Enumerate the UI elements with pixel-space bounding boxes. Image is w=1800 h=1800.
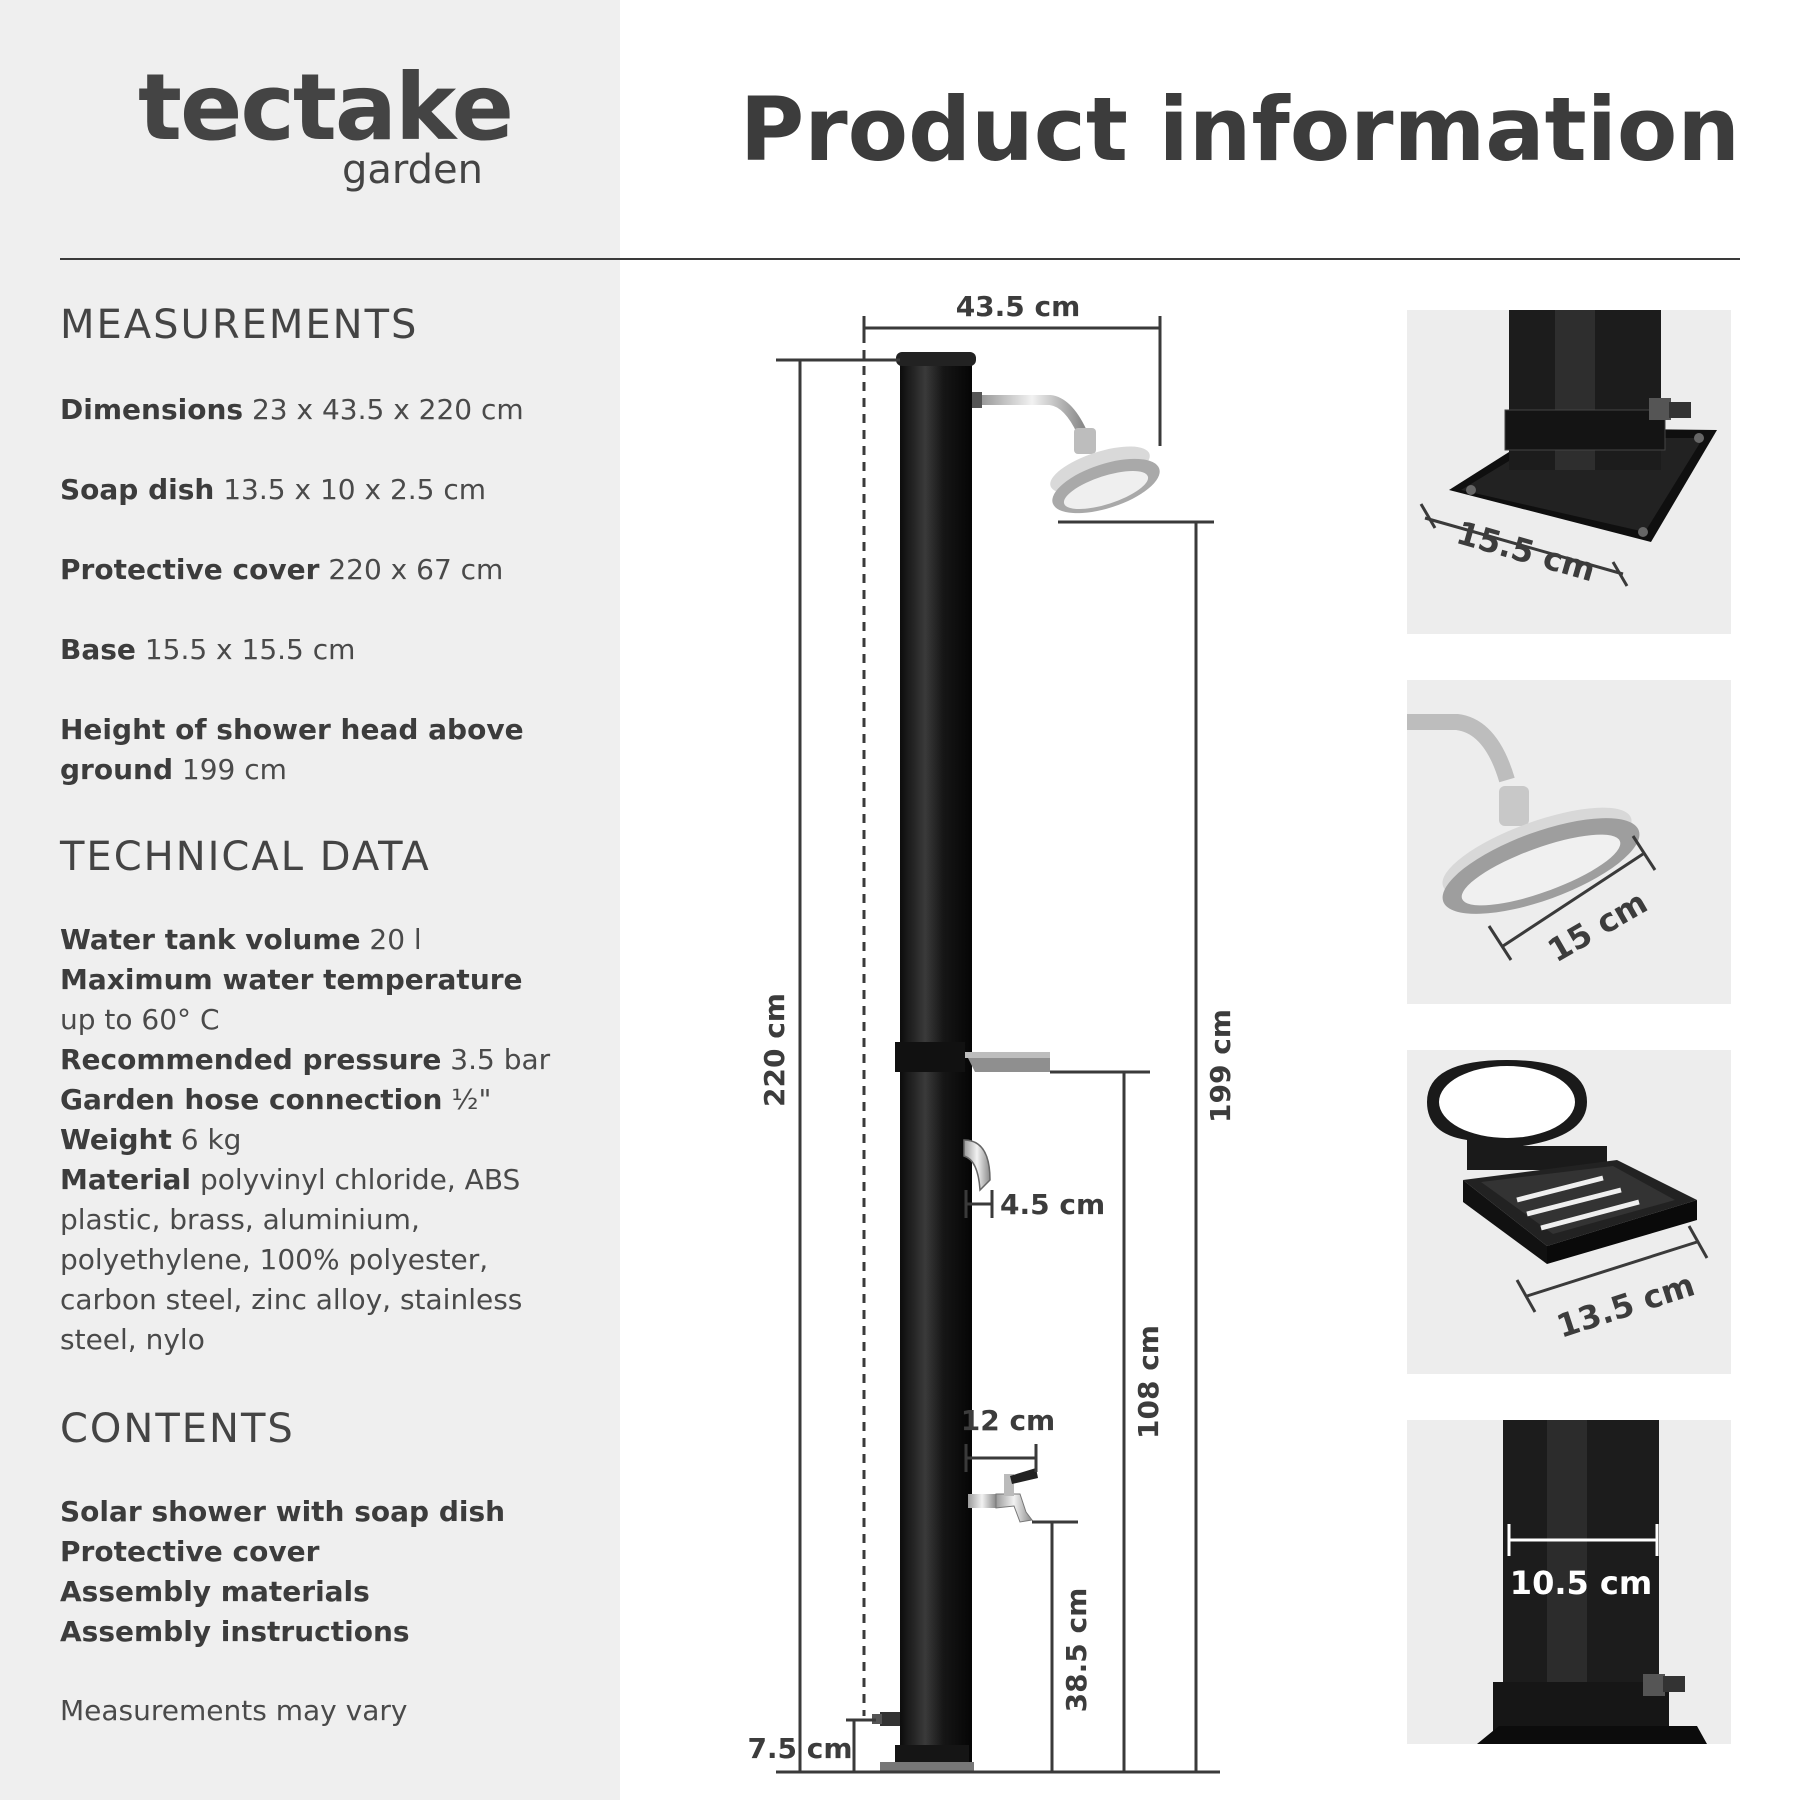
contents-item: Protective cover	[60, 1535, 320, 1568]
dim-head-height	[1058, 520, 1214, 1772]
dim-dish-height	[1050, 1070, 1150, 1772]
tech-label: Garden hose connection	[60, 1083, 443, 1116]
measurements-note: Measurements may vary	[60, 1694, 408, 1727]
tech-value: ½"	[451, 1083, 492, 1116]
spec-value: 220 x 67 cm	[328, 553, 504, 586]
dim-tap-width	[964, 1444, 1038, 1472]
brand-name: tectake	[138, 54, 514, 161]
thumb-dish: 13.5 cm	[1407, 1050, 1731, 1374]
tech-item: Material polyvinyl chloride, ABS plastic…	[60, 1160, 560, 1360]
tech-item: Maximum water temperature up to 60° C	[60, 960, 560, 1040]
dim-tap-height-label: 38.5 cm	[1060, 1588, 1093, 1713]
contents-heading: CONTENTS	[60, 1406, 295, 1452]
spec-value: 13.5 x 10 x 2.5 cm	[223, 473, 487, 506]
measurements-heading: MEASUREMENTS	[60, 302, 419, 348]
tech-value: 20 l	[369, 923, 422, 956]
brand-sub: garden	[342, 147, 483, 193]
technical-heading: TECHNICAL DATA	[60, 834, 431, 880]
dim-width-label: 43.5 cm	[956, 290, 1081, 323]
contents-list: Solar shower with soap dish Protective c…	[60, 1492, 580, 1652]
spec-value: 23 x 43.5 x 220 cm	[251, 393, 524, 426]
page-title: Product information	[739, 78, 1740, 181]
dim-tap-width-label: 12 cm	[961, 1404, 1056, 1437]
tech-label: Weight	[60, 1123, 172, 1156]
tech-label: Water tank volume	[60, 923, 361, 956]
tech-item: Water tank volume 20 l	[60, 920, 560, 960]
pipe-illustration: 10.5 cm	[1477, 1420, 1707, 1744]
shower-head	[972, 392, 1160, 514]
spec-value: 15.5 x 15.5 cm	[144, 633, 356, 666]
spec-soap-dish: Soap dish 13.5 x 10 x 2.5 cm	[60, 470, 560, 510]
tap	[968, 1468, 1038, 1523]
spec-label: Height of shower head above ground	[60, 713, 524, 786]
thumb-pipe: 10.5 cm	[1407, 1420, 1731, 1744]
spec-value: 199 cm	[181, 753, 287, 786]
tech-value: up to 60° C	[60, 1003, 220, 1036]
hose-connector	[872, 1712, 900, 1726]
dim-tap-height	[1032, 1520, 1078, 1772]
head-illustration: 15 cm	[1407, 714, 1657, 970]
dim-hose-height-label: 7.5 cm	[747, 1732, 852, 1765]
spec-protective-cover: Protective cover 220 x 67 cm	[60, 550, 560, 590]
header-divider	[60, 258, 1740, 260]
spec-label: Base	[60, 633, 136, 666]
dim-total-height-label: 220 cm	[758, 993, 791, 1107]
thumb-base-label: 15.5 cm	[1452, 514, 1599, 590]
dim-total-height	[776, 358, 1220, 1774]
soap-dish	[965, 1052, 1050, 1072]
spec-dimensions: Dimensions 23 x 43.5 x 220 cm	[60, 390, 560, 430]
dim-hose-height	[846, 1718, 876, 1772]
shower-column	[880, 352, 976, 1773]
tech-item: Garden hose connection ½"	[60, 1080, 560, 1120]
tech-value: polyvinyl chloride, ABS plastic, brass, …	[60, 1163, 523, 1356]
thumb-head: 15 cm	[1407, 680, 1731, 1004]
tech-item: Recommended pressure 3.5 bar	[60, 1040, 560, 1080]
spec-label: Protective cover	[60, 553, 320, 586]
dim-dish-height-label: 108 cm	[1132, 1325, 1165, 1439]
base-illustration: 15.5 cm	[1419, 310, 1717, 590]
tech-item: Weight 6 kg	[60, 1120, 560, 1160]
tech-value: 6 kg	[180, 1123, 242, 1156]
left-panel	[0, 0, 620, 1800]
tech-label: Maximum water temperature	[60, 963, 523, 996]
spec-label: Soap dish	[60, 473, 215, 506]
contents-item: Assembly instructions	[60, 1615, 410, 1648]
thumb-pipe-label: 10.5 cm	[1510, 1564, 1652, 1602]
tech-value: 3.5 bar	[450, 1043, 551, 1076]
contents-item: Assembly materials	[60, 1575, 370, 1608]
dish-illustration: 13.5 cm	[1427, 1060, 1709, 1346]
dim-handle-offset	[964, 1190, 994, 1218]
tech-label: Recommended pressure	[60, 1043, 442, 1076]
tech-label: Material	[60, 1163, 192, 1196]
dim-width	[862, 316, 1162, 446]
dim-handle-offset-label: 4.5 cm	[1000, 1188, 1105, 1221]
spec-base: Base 15.5 x 15.5 cm	[60, 630, 560, 670]
brand-logo: tectake garden	[138, 54, 514, 193]
dim-head-height-label: 199 cm	[1204, 1009, 1237, 1123]
technical-list: Water tank volume 20 l Maximum water tem…	[60, 920, 560, 1360]
contents-item: Solar shower with soap dish	[60, 1495, 506, 1528]
valve-handle	[963, 1139, 991, 1192]
thumb-head-label: 15 cm	[1541, 883, 1654, 970]
thumb-dish-label: 13.5 cm	[1552, 1265, 1699, 1345]
spec-label: Dimensions	[60, 393, 244, 426]
thumb-base: 15.5 cm	[1407, 310, 1731, 634]
spec-shower-height: Height of shower head above ground 199 c…	[60, 710, 560, 790]
